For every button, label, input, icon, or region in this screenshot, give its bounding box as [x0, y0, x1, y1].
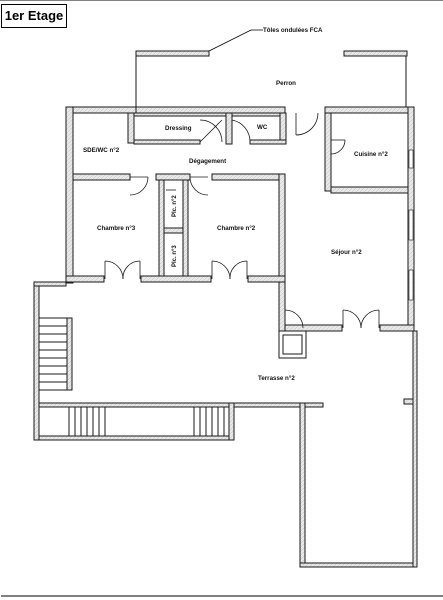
wall-sejour-bottom-b — [379, 324, 415, 332]
door-kitchen[interactable] — [330, 139, 346, 155]
door-entrance[interactable] — [295, 112, 319, 136]
door-chambre2[interactable] — [189, 176, 209, 196]
staircase-left — [38, 317, 73, 391]
wall-chambre2-top — [211, 173, 286, 181]
room-label-cuisine: Cuisine n°2 — [354, 151, 388, 158]
wall-top-3 — [324, 106, 415, 114]
wall-top-1 — [65, 106, 137, 114]
terrace-wall-notch — [403, 398, 414, 405]
window-sejour-2 — [408, 269, 414, 301]
terrace-wall-top-left — [33, 281, 67, 287]
wall-bedroom-bottom-c — [247, 275, 286, 283]
wall-wc-bottom — [249, 139, 287, 145]
room-label-sejour: Séjour n°2 — [331, 249, 362, 256]
door-wc[interactable] — [231, 119, 251, 143]
window-sejour-1 — [408, 209, 414, 241]
door-dressing[interactable] — [199, 119, 223, 143]
windows — [408, 149, 414, 301]
wall-closet-left — [158, 179, 165, 277]
room-label-degagement: Dégagement — [189, 158, 226, 165]
wall-sde-right — [127, 112, 135, 144]
roof-note-label: Tôles ondulées FCA — [263, 27, 323, 34]
wall-bedroom-bottom-a — [65, 275, 105, 283]
terrace-wall-lower-bottom — [299, 562, 418, 568]
wall-chambre3-top-a — [72, 173, 131, 181]
room-label-placard2: Plc. n°2 — [172, 195, 178, 217]
room-label-wc: WC — [257, 124, 268, 131]
wall-chambre3-top-b — [155, 173, 191, 181]
staircase-bottom-right — [193, 407, 225, 436]
french-door-chambre3[interactable] — [104, 260, 141, 280]
window-kitchen — [408, 149, 414, 169]
room-label-chambre3: Chambre n°3 — [97, 225, 136, 232]
wall-bedroom-bottom-b — [140, 275, 212, 283]
wall-kitchen-left — [324, 112, 332, 192]
plan-title: 1er Etage — [1, 4, 67, 28]
wall-dressing-wc — [225, 112, 233, 145]
room-label-placard3: Plc. n°3 — [172, 245, 178, 267]
wall-left — [65, 106, 74, 284]
french-door-sejour[interactable] — [342, 309, 380, 329]
wall-dressing-bottom-a — [133, 139, 201, 145]
walls — [33, 50, 418, 568]
terrace-wall-left — [33, 281, 40, 441]
wall-kitchen-bottom — [330, 186, 409, 194]
terrace-wall-mid — [38, 402, 324, 408]
staircase-bottom-left — [68, 407, 106, 436]
shaft-outline — [278, 330, 307, 359]
wall-closet-right — [182, 179, 189, 277]
room-label-chambre2: Chambre n°2 — [217, 225, 256, 232]
terrace-wall-bottom — [38, 435, 230, 441]
door-chambre3[interactable] — [129, 176, 149, 196]
door-sejour-corner[interactable] — [284, 309, 304, 329]
terrace-wall-lower-left — [299, 402, 306, 566]
wall-dressing-top — [133, 112, 286, 117]
perron-wall-top-left — [135, 50, 210, 57]
wall-closet-mid — [163, 227, 184, 234]
roof-note-leader — [208, 29, 263, 52]
terrace-wall-lower-right — [412, 330, 418, 568]
french-door-chambre2[interactable] — [211, 260, 248, 280]
wall-sejour-bottom-a — [284, 324, 343, 332]
room-label-perron: Perron — [276, 80, 296, 87]
terrace-wall-step — [228, 402, 235, 441]
perron-wall-top-right — [343, 50, 408, 57]
room-label-dressing: Dressing — [165, 125, 192, 132]
room-label-terrasse: Terrasse n°2 — [258, 375, 295, 382]
wall-wc-right — [279, 112, 287, 145]
shaft-inner — [282, 334, 303, 355]
wall-top-2 — [135, 106, 286, 114]
wall-sejour-left — [278, 173, 286, 332]
room-label-sde-wc: SDE/WC n°2 — [83, 147, 120, 154]
